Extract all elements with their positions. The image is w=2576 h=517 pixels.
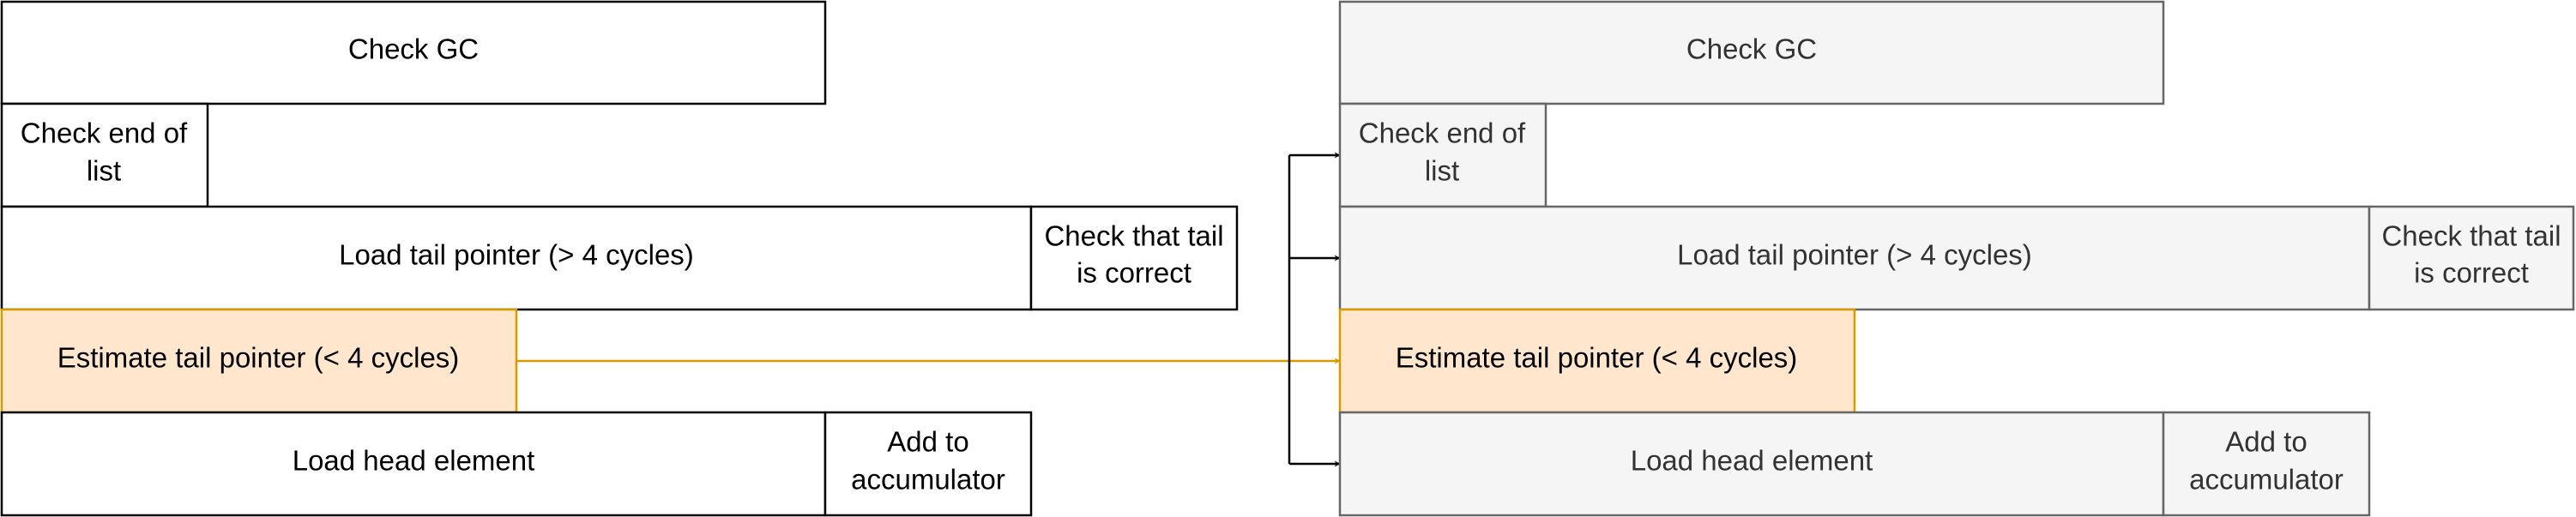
right-check-end-of-list-line2: list — [1425, 155, 1459, 187]
left-add-to-accumulator-line2: accumulator — [851, 464, 1005, 496]
left-load-head-element-label: Load head element — [293, 445, 535, 477]
left-load-head-element-box: Load head element — [0, 411, 827, 517]
left-load-tail-pointer-box: Load tail pointer (> 4 cycles) — [0, 205, 1033, 311]
left-add-to-accumulator-line1: Add to — [887, 426, 968, 458]
left-check-gc-box: Check GC — [0, 0, 827, 105]
left-timeline: Check GC Check end of list Load tail poi… — [0, 0, 1239, 517]
right-load-tail-pointer-box: Load tail pointer (> 4 cycles) — [1338, 205, 2371, 311]
left-check-end-of-list-line2: list — [87, 155, 121, 187]
right-load-head-element-box: Load head element — [1338, 411, 2165, 517]
right-estimate-tail-pointer-label: Estimate tail pointer (< 4 cycles) — [1396, 342, 1798, 374]
right-add-to-accumulator-line2: accumulator — [2189, 464, 2344, 496]
right-add-to-accumulator-line1: Add to — [2225, 426, 2307, 458]
left-check-tail-correct-line2: is correct — [1077, 257, 1191, 289]
right-estimate-tail-pointer-box: Estimate tail pointer (< 4 cycles) — [1338, 308, 1856, 414]
left-check-gc-label: Check GC — [348, 33, 479, 65]
right-load-head-element-label: Load head element — [1631, 445, 1873, 477]
left-check-end-of-list-box: Check end of list — [0, 102, 209, 208]
left-load-tail-pointer-label: Load tail pointer (> 4 cycles) — [339, 239, 694, 271]
left-check-end-of-list-line1: Check end of — [21, 117, 188, 149]
right-check-tail-correct-line2: is correct — [2414, 257, 2529, 289]
left-check-tail-correct-line1: Check that tail — [1044, 220, 1223, 252]
left-add-to-accumulator-box: Add to accumulator — [823, 411, 1033, 517]
right-check-gc-box: Check GC — [1338, 0, 2165, 105]
left-check-tail-correct-box: Check that tail is correct — [1029, 205, 1239, 311]
right-check-tail-correct-line1: Check that tail — [2381, 220, 2561, 252]
right-timeline: Check GC Check end of list Load tail poi… — [1338, 0, 2575, 517]
right-check-gc-label: Check GC — [1686, 33, 1817, 65]
right-check-tail-correct-box: Check that tail is correct — [2368, 205, 2575, 311]
left-estimate-tail-pointer-box: Estimate tail pointer (< 4 cycles) — [0, 308, 518, 414]
right-load-tail-pointer-label: Load tail pointer (> 4 cycles) — [1677, 239, 2032, 271]
left-estimate-tail-pointer-label: Estimate tail pointer (< 4 cycles) — [57, 342, 460, 374]
right-add-to-accumulator-box: Add to accumulator — [2162, 411, 2371, 517]
right-check-end-of-list-box: Check end of list — [1338, 102, 1547, 208]
connectors — [516, 152, 1341, 467]
right-check-end-of-list-line1: Check end of — [1359, 117, 1526, 149]
